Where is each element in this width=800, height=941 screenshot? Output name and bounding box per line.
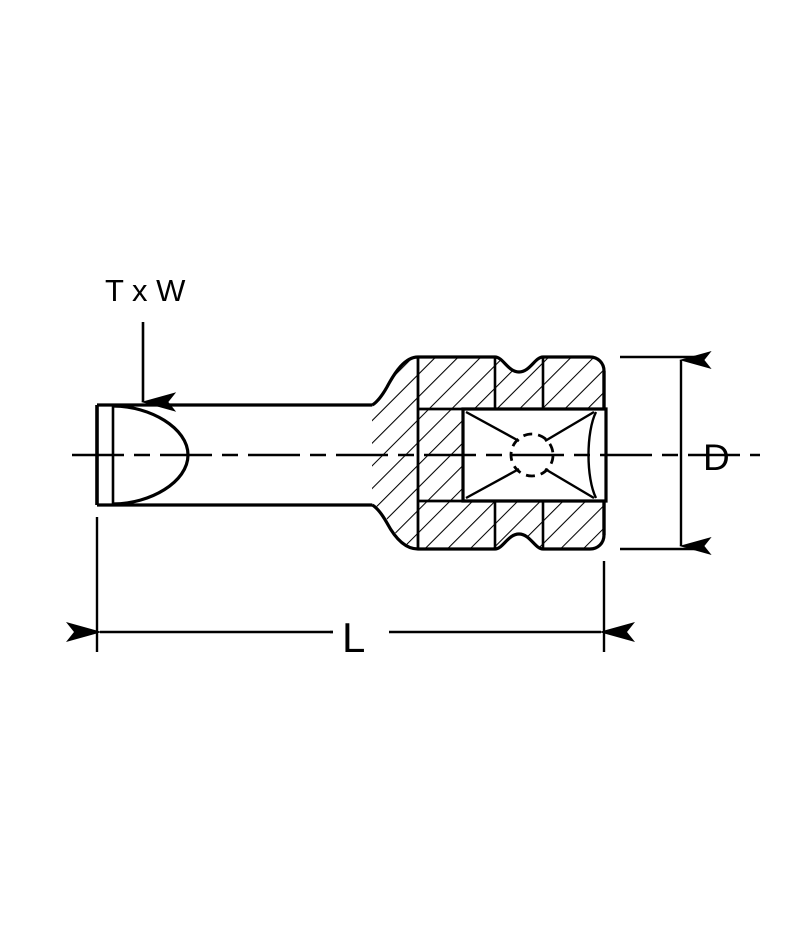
tip-dimension-label: T x W (105, 273, 186, 308)
callout-length-dimension: L (66, 517, 635, 661)
length-dimension-label: L (342, 614, 365, 661)
socket-corner-taper-top-right (544, 410, 595, 443)
socket-corner-taper-bottom-left (465, 467, 520, 500)
callout-tip-dimension: T x W (105, 273, 186, 412)
socket-corner-taper-bottom-right (544, 467, 595, 500)
diameter-dimension-label: D (703, 437, 730, 478)
socket-corner-taper-top-left (465, 410, 520, 443)
length-label-backdrop (333, 606, 389, 660)
shank-to-head-fillet-bottom (371, 503, 419, 551)
callout-diameter-dimension: D (620, 351, 730, 555)
